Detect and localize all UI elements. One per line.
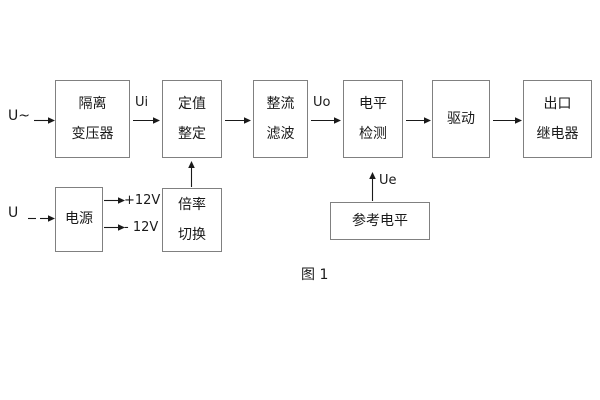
- block-level-detect-line2: 检测: [359, 125, 387, 142]
- block-reference-level-line1: 参考电平: [352, 212, 408, 229]
- arrow-reference-to-level-detect: [369, 172, 376, 201]
- power-input-label: U: [8, 205, 19, 221]
- rail-positive-12v-label: +12V: [124, 193, 161, 208]
- ac-input-label: U~: [8, 108, 30, 124]
- block-drive[interactable]: 驱动: [432, 80, 490, 158]
- block-output-relay-line1: 出口: [543, 96, 572, 113]
- block-multiplier-switch[interactable]: 倍率 切换: [162, 188, 222, 252]
- block-power-supply[interactable]: 电源: [55, 187, 103, 252]
- block-setting-value-line1: 定值: [178, 96, 206, 113]
- block-output-relay[interactable]: 出口 继电器: [523, 80, 592, 158]
- block-reference-level[interactable]: 参考电平: [330, 202, 430, 240]
- block-rectify-filter-line2: 滤波: [266, 125, 295, 142]
- arrow-power-rail-negative: [104, 224, 125, 231]
- signal-uo-label: Uo: [313, 95, 331, 110]
- arrow-multiplier-to-setting: [188, 161, 195, 187]
- arrow-ac-to-isolation: [34, 117, 55, 124]
- figure-caption: 图 1: [301, 267, 329, 283]
- rail-negative-12v-label: - 12V: [124, 220, 159, 235]
- block-drive-line1: 驱动: [447, 110, 475, 127]
- arrow-isolation-to-setting: [133, 117, 160, 124]
- block-rectify-filter[interactable]: 整流 滤波: [253, 80, 308, 158]
- block-setting-value-line2: 整定: [178, 125, 206, 142]
- arrow-power-rail-positive: [104, 197, 125, 204]
- arrow-drive-to-output-relay: [493, 117, 522, 124]
- block-setting-value[interactable]: 定值 整定: [162, 80, 222, 158]
- block-power-supply-line1: 电源: [65, 211, 93, 228]
- block-isolation-transformer-line2: 变压器: [71, 125, 114, 142]
- block-isolation-transformer[interactable]: 隔离 变压器: [55, 80, 130, 158]
- block-level-detect[interactable]: 电平 检测: [343, 80, 403, 158]
- arrow-level-detect-to-drive: [406, 117, 431, 124]
- block-output-relay-line2: 继电器: [536, 125, 579, 142]
- arrow-setting-to-rectify: [225, 117, 251, 124]
- block-level-detect-line1: 电平: [359, 96, 387, 113]
- arrow-input-to-power-supply: [28, 215, 55, 222]
- arrow-rectify-to-level-detect: [311, 117, 341, 124]
- block-rectify-filter-line1: 整流: [266, 96, 295, 113]
- block-multiplier-switch-line2: 切换: [178, 226, 206, 243]
- signal-ue-label: Ue: [379, 173, 397, 188]
- block-multiplier-switch-line1: 倍率: [178, 197, 206, 214]
- block-isolation-transformer-line1: 隔离: [78, 96, 107, 113]
- signal-ui-label: Ui: [135, 95, 149, 110]
